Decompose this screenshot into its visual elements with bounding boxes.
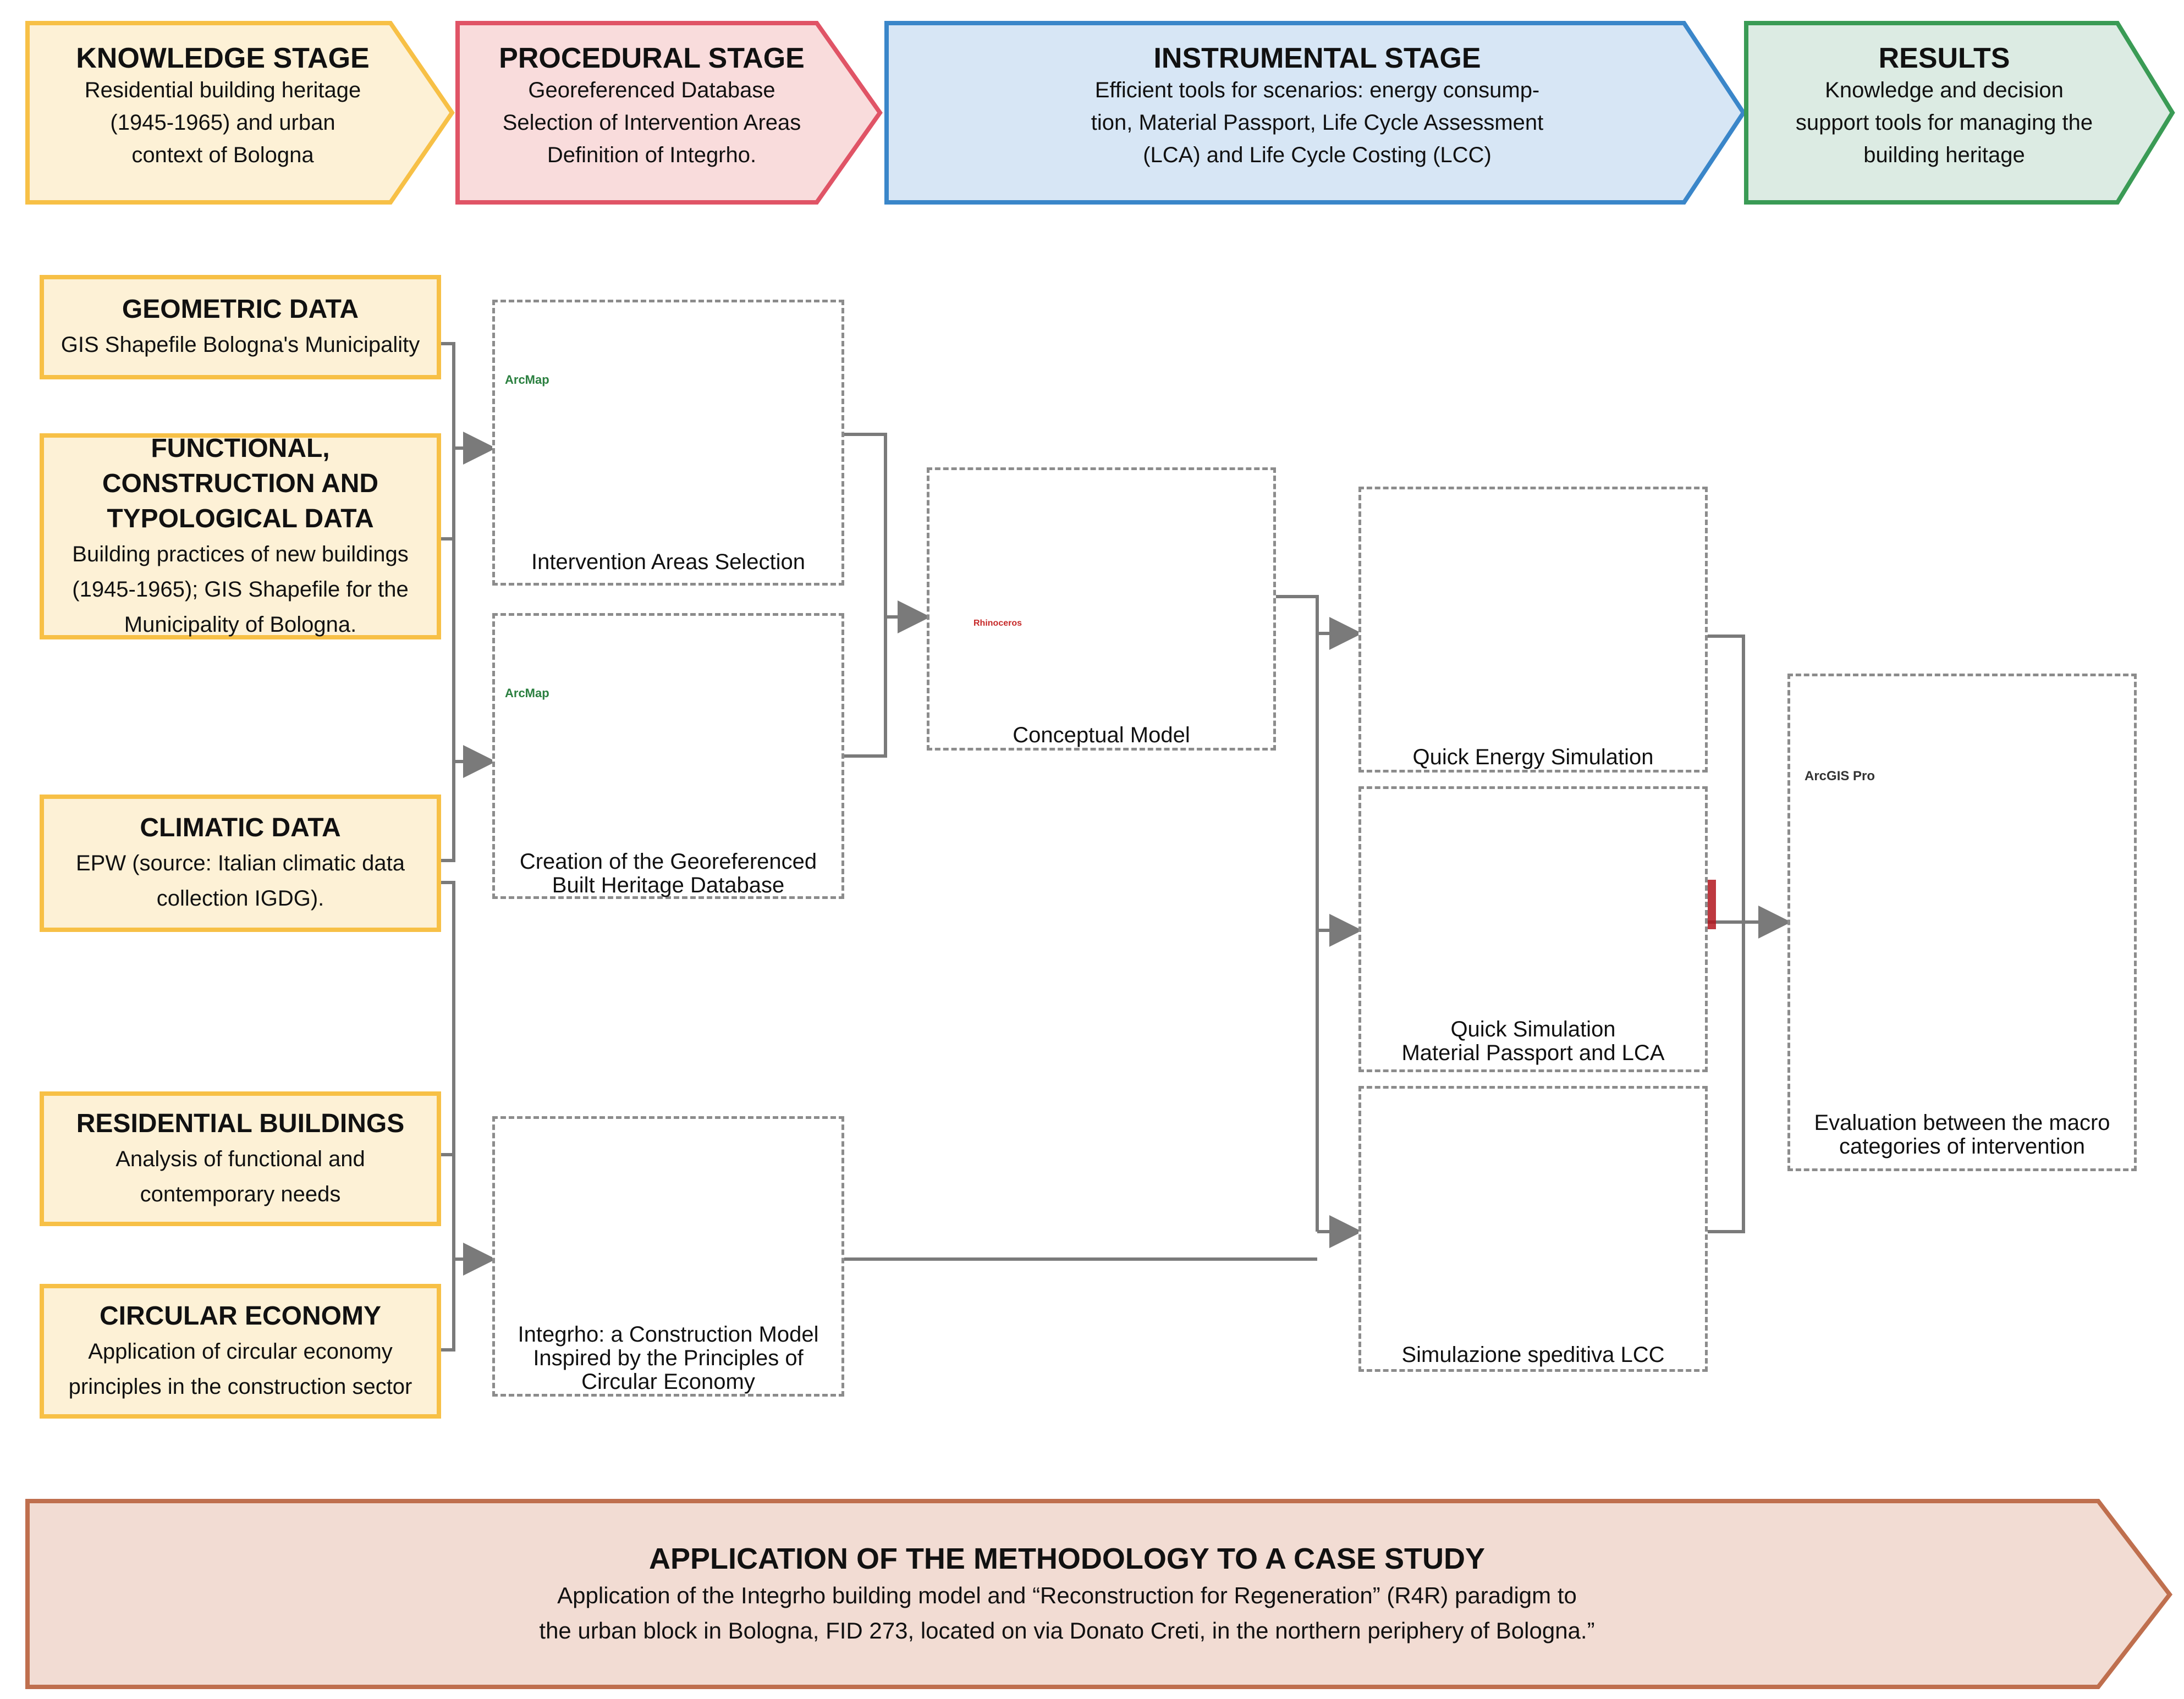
stage-instrumental-shape [884,21,1746,205]
input-climatic-title: CLIMATIC DATA [140,813,341,842]
panel-georeferenced-database: ArcMap Creation of the Georeferenced Bui… [492,613,844,899]
stage-knowledge-line-3: context of Bologna [131,143,314,167]
caption-integrho-line-1: Integrho: a Construction Model [518,1322,819,1347]
input-functional-title: FUNCTIONAL, CONSTRUCTION AND TYPOLOGICAL… [102,433,379,533]
panel-lca-simulation: Quick Simulation Material Passport and L… [1358,786,1708,1072]
caption-lca-line-1: Quick Simulation [1450,1017,1616,1041]
panel-integrho: Integrho: a Construction Model Inspired … [492,1116,844,1397]
stage-results-shape [1744,21,2175,205]
input-geometric-data: GEOMETRIC DATA GIS Shapefile Bologna's M… [40,275,441,379]
input-circular-economy: CIRCULAR ECONOMY Application of circular… [40,1284,441,1419]
stage-procedural-line-3: Definition of Integrho. [547,143,757,167]
input-functional-body: Building practices of new buildings (194… [72,542,409,637]
stage-results: RESULTS Knowledge and decision support t… [1754,42,2134,168]
caption-lca-line-2: Material Passport and LCA [1401,1041,1665,1065]
case-study-line-1: Application of the Integrho building mod… [557,1582,1577,1608]
case-study: APPLICATION OF THE METHODOLOGY TO A CASE… [33,1540,2101,1648]
caption-energy-simulation: Quick Energy Simulation [1412,745,1654,769]
panel-conceptual-model: Rhinoceros Conceptual Model [927,467,1276,751]
caption-evaluation-line-2: categories of intervention [1839,1134,2085,1159]
input-geometric-body: GIS Shapefile Bologna's Municipality [60,333,420,357]
panel-intervention-areas: ArcMap Intervention Areas Selection [492,300,844,586]
arcgis-pro-label: ArcGIS Pro [1805,769,1875,784]
input-circular-body: Application of circular economy principl… [68,1339,412,1399]
arcmap-label: ArcMap [505,373,549,387]
stage-knowledge: KNOWLEDGE STAGE Residential building her… [33,42,412,168]
input-residential-buildings: RESIDENTIAL BUILDINGS Analysis of functi… [40,1091,441,1226]
stage-instrumental-line-2: tion, Material Passport, Life Cycle Asse… [1091,111,1544,135]
caption-integrho-line-2: Inspired by the Principles of [533,1346,804,1370]
stage-instrumental-line-3: (LCA) and Life Cycle Costing (LCC) [1143,143,1492,167]
caption-database-line-1: Creation of the Georeferenced [519,849,817,874]
panel-energy-simulation: Quick Energy Simulation [1358,487,1708,773]
input-circular-title: CIRCULAR ECONOMY [100,1301,381,1331]
stage-knowledge-title: KNOWLEDGE STAGE [76,42,370,74]
case-study-title: APPLICATION OF THE METHODOLOGY TO A CASE… [648,1542,1486,1575]
stage-knowledge-shape [25,21,455,205]
stage-procedural-shape [455,21,883,205]
input-functional-data: FUNCTIONAL, CONSTRUCTION AND TYPOLOGICAL… [40,433,441,639]
stage-instrumental: INSTRUMENTAL STAGE Efficient tools for s… [896,42,1738,168]
stage-procedural-line-2: Selection of Intervention Areas [502,111,801,135]
stage-instrumental-line-1: Efficient tools for scenarios: energy co… [1094,78,1540,102]
stage-results-line-1: Knowledge and decision [1825,78,2064,102]
stage-procedural-line-1: Georeferenced Database [528,78,775,102]
case-study-shape [25,1499,2173,1689]
caption-database-line-2: Built Heritage Database [552,873,785,897]
panel-lcc-simulation: Simulazione speditiva LCC [1358,1086,1708,1372]
stage-knowledge-line-1: Residential building heritage [84,78,361,102]
arcmap-label: ArcMap [505,686,549,700]
stage-procedural-title: PROCEDURAL STAGE [499,42,805,74]
case-study-line-2: the urban block in Bologna, FID 273, loc… [539,1618,1595,1643]
stage-instrumental-title: INSTRUMENTAL STAGE [1153,42,1481,74]
stage-results-title: RESULTS [1878,42,2010,74]
caption-conceptual-model: Conceptual Model [1013,723,1190,747]
input-residential-body: Analysis of functional and contemporary … [115,1146,365,1206]
rhinoceros-label: Rhinoceros [973,619,1022,628]
input-climatic-data: CLIMATIC DATA EPW (source: Italian clima… [40,795,441,932]
caption-lcc-simulation: Simulazione speditiva LCC [1401,1343,1665,1367]
input-residential-title: RESIDENTIAL BUILDINGS [76,1108,405,1138]
panel-evaluation: ArcGIS Pro Evaluation between the macro … [1787,674,2137,1171]
stage-results-line-3: building heritage [1863,143,2025,167]
stage-procedural: PROCEDURAL STAGE Georeferenced Database … [465,42,839,168]
input-climatic-body: EPW (source: Italian climatic data colle… [76,851,405,911]
stage-results-line-2: support tools for managing the [1795,111,2093,135]
caption-evaluation-line-1: Evaluation between the macro [1814,1111,2110,1135]
caption-integrho-line-3: Circular Economy [581,1370,755,1394]
caption-intervention-areas: Intervention Areas Selection [531,550,806,574]
input-geometric-title: GEOMETRIC DATA [122,295,359,324]
stage-knowledge-line-2: (1945-1965) and urban [110,111,335,135]
